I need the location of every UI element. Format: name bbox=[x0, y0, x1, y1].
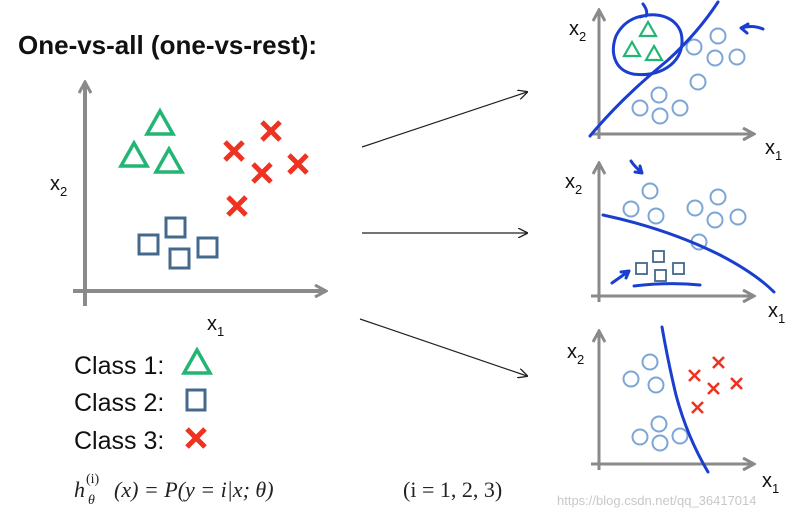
rest-point bbox=[647, 207, 665, 225]
subplot-class1-vs-rest: x2 x1 bbox=[569, 0, 782, 163]
rest-point bbox=[650, 415, 668, 433]
rest-point bbox=[631, 99, 649, 117]
rest-point bbox=[641, 182, 659, 200]
rest-point bbox=[671, 99, 689, 117]
subplot-class3-vs-rest: x2 x1 bbox=[567, 325, 779, 496]
formula-superscript: (i) bbox=[86, 472, 100, 487]
class2-point bbox=[635, 262, 648, 275]
class1-point bbox=[638, 19, 658, 38]
rest-point bbox=[622, 200, 640, 218]
class2-point bbox=[137, 233, 160, 256]
rest-point bbox=[686, 199, 704, 217]
watermark: https://blog.csdn.net/qq_36417014 bbox=[557, 493, 757, 508]
rest-point bbox=[689, 73, 707, 91]
rest-point bbox=[706, 211, 724, 229]
hypothesis-formula: h (i) θ (x) = P(y = i|x; θ) (i = 1, 2, 3… bbox=[74, 472, 502, 508]
class3-point bbox=[730, 377, 743, 390]
rest-point bbox=[709, 188, 727, 206]
class3-point bbox=[251, 162, 273, 184]
square-icon bbox=[185, 388, 207, 412]
triangle-icon bbox=[181, 346, 213, 375]
subplot1-y-label: x2 bbox=[569, 18, 586, 44]
rest-point bbox=[709, 27, 727, 45]
main-plot: x2 x1 bbox=[50, 82, 326, 339]
class3-point bbox=[226, 195, 248, 217]
diagram-title: One-vs-all (one-vs-rest): bbox=[18, 30, 317, 60]
class3-point bbox=[260, 120, 282, 142]
formula-range: (i = 1, 2, 3) bbox=[403, 477, 502, 502]
pen-tick-annotation bbox=[641, 2, 649, 18]
legend-class1-label: Class 1: bbox=[74, 352, 164, 380]
subplot3-y-label: x2 bbox=[567, 341, 584, 367]
formula-subscript: θ bbox=[88, 493, 95, 508]
pen-underline-annotation bbox=[632, 282, 702, 288]
rest-point bbox=[641, 353, 659, 371]
rest-point bbox=[622, 370, 640, 388]
subplot-class2-vs-rest: x2 x1 bbox=[565, 159, 785, 326]
rest-point bbox=[631, 428, 649, 446]
class3-point bbox=[707, 382, 720, 395]
pen-arrow-annotation bbox=[610, 269, 631, 285]
class1-circled-annotation bbox=[611, 13, 684, 77]
rest-point bbox=[706, 49, 724, 67]
legend-class2-label: Class 2: bbox=[74, 389, 164, 417]
decision-boundary-3 bbox=[660, 325, 710, 474]
legend-class3-label: Class 3: bbox=[74, 427, 164, 455]
pen-arrow-annotation bbox=[739, 22, 765, 35]
class2-point bbox=[672, 262, 685, 275]
legend: Class 1: Class 2: Class 3: bbox=[74, 346, 213, 455]
class2-point bbox=[168, 247, 191, 270]
class2-point bbox=[196, 236, 219, 259]
class2-point bbox=[652, 250, 665, 263]
class3-point bbox=[712, 356, 725, 369]
class1-point bbox=[622, 39, 642, 58]
class2-point bbox=[654, 269, 667, 282]
class3-point bbox=[688, 369, 701, 382]
formula-body: (x) = P(y = i|x; θ) bbox=[114, 477, 274, 502]
class1-point bbox=[144, 107, 176, 136]
arrow-to-subplot-1 bbox=[361, 92, 527, 148]
decision-boundary-1 bbox=[588, 0, 720, 138]
rest-point bbox=[651, 434, 669, 452]
formula-h: h bbox=[74, 477, 85, 502]
subplot2-x-label: x1 bbox=[768, 300, 785, 326]
class3-point bbox=[287, 153, 309, 175]
class3-point bbox=[691, 401, 704, 414]
subplot1-x-label: x1 bbox=[765, 137, 782, 163]
decision-boundary-2 bbox=[601, 213, 776, 294]
rest-point bbox=[650, 86, 668, 104]
class1-point bbox=[153, 145, 185, 174]
main-x-axis-label: x1 bbox=[207, 313, 224, 339]
cross-icon bbox=[185, 427, 207, 449]
rest-point bbox=[671, 427, 689, 445]
main-y-axis-label: x2 bbox=[50, 173, 67, 199]
rest-point bbox=[729, 208, 747, 226]
subplot3-x-label: x1 bbox=[762, 470, 779, 496]
rest-point bbox=[647, 376, 665, 394]
subplot2-y-label: x2 bbox=[565, 171, 582, 197]
rest-point bbox=[728, 48, 746, 66]
class2-point bbox=[164, 216, 187, 239]
class1-point bbox=[118, 139, 150, 168]
arrow-to-subplot-3 bbox=[359, 318, 527, 376]
class1-point bbox=[644, 43, 664, 62]
pen-arrow-annotation bbox=[629, 159, 644, 175]
rest-point bbox=[651, 107, 669, 125]
rest-point bbox=[685, 38, 703, 56]
class3-point bbox=[223, 140, 245, 162]
